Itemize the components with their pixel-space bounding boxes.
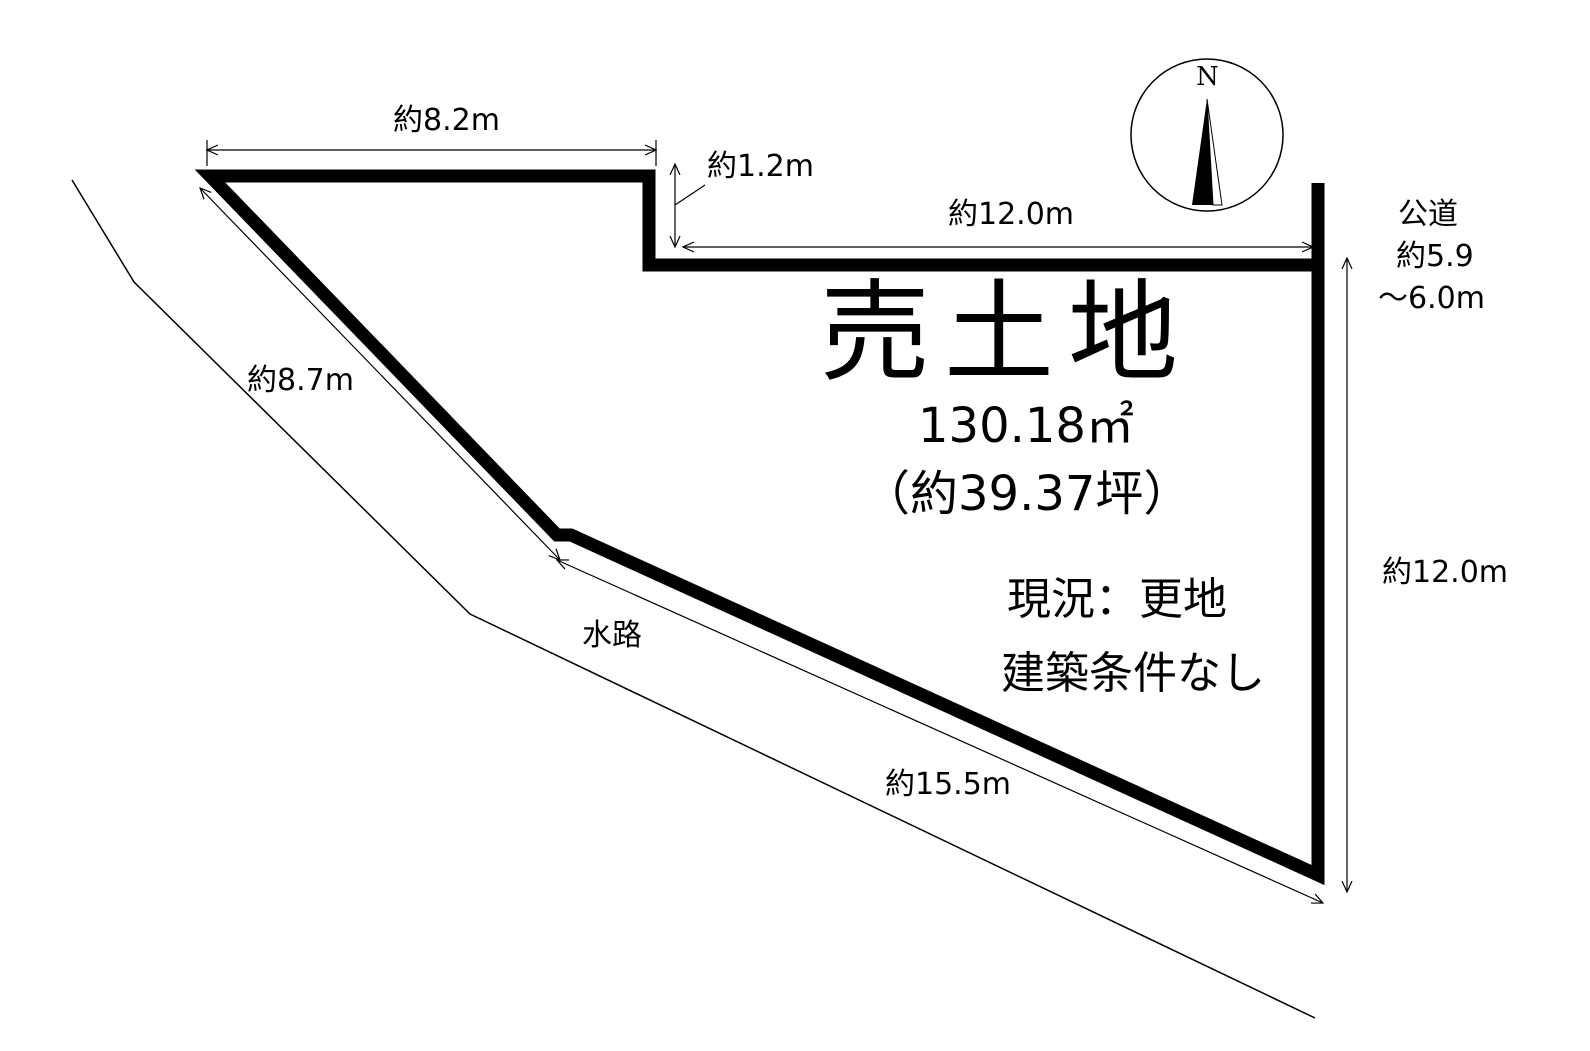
page-title: 売土地: [820, 269, 1192, 397]
dim-label-left-diagonal: 約8.7m: [247, 363, 354, 398]
waterway-label: 水路: [582, 618, 642, 653]
dim-label-bottom-diagonal: 約15.5m: [885, 767, 1012, 802]
road-label: 公道: [1398, 197, 1458, 232]
area-sqm: 130.18㎡: [918, 398, 1134, 454]
dim-line-left-diagonal: [200, 188, 560, 560]
status-current: 現況：更地: [1007, 574, 1227, 625]
area-tsubo: （約39.37坪）: [862, 466, 1192, 522]
compass: [1130, 58, 1284, 212]
dim-leader-step: [674, 184, 706, 206]
compass-north-letter: N: [1196, 62, 1219, 92]
compass-needle-highlight: [1206, 98, 1223, 206]
dim-label-right: 約12.0m: [1382, 555, 1509, 590]
road-width-line2: ～6.0m: [1378, 281, 1485, 316]
status-condition: 建築条件なし: [1001, 648, 1265, 699]
dim-label-step: 約1.2m: [707, 149, 814, 184]
dim-line-bottom-diagonal: [557, 560, 1323, 903]
dim-label-top-left: 約8.2m: [393, 103, 500, 138]
dim-label-top-right: 約12.0m: [948, 197, 1075, 232]
compass-circle: [1130, 58, 1284, 212]
road-width-line1: 約5.9: [1396, 239, 1474, 274]
dimension-lines: [200, 140, 1347, 903]
